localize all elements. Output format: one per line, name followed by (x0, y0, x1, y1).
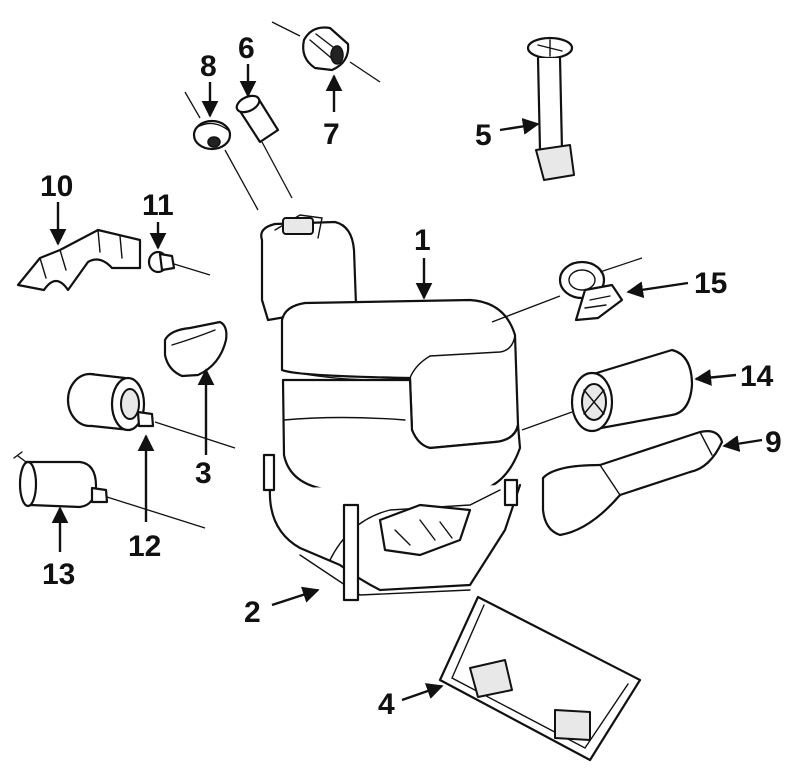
callout-10: 10 (40, 170, 73, 203)
seat-frame (262, 453, 522, 602)
callout-6: 6 (238, 32, 255, 65)
storage-tray (438, 595, 642, 762)
callout-1: 1 (414, 224, 431, 257)
part-8-grommet (184, 91, 259, 211)
callout-9: 9 (765, 426, 782, 459)
callout-8: 8 (200, 50, 217, 83)
callout-13: 13 (42, 558, 75, 591)
callout-15: 15 (694, 267, 727, 300)
arrow-9 (722, 435, 763, 452)
callout-arrows (49, 64, 763, 702)
part-5-tube (526, 36, 575, 181)
part-11-plug (147, 250, 211, 276)
callout-12: 12 (128, 530, 161, 563)
part-9-trim-panel (541, 430, 724, 537)
callout-14: 14 (740, 360, 774, 393)
part-6-sleeve (235, 94, 293, 199)
callout-4: 4 (378, 688, 395, 721)
arrow-15 (626, 281, 689, 299)
part-13-motor (13, 451, 206, 529)
part-10-bracket (16, 228, 142, 292)
callout-3: 3 (195, 457, 212, 490)
arrow-2 (271, 586, 320, 607)
part-12-motor (66, 372, 236, 449)
part-7-grommet (271, 21, 381, 83)
arrow-14 (694, 369, 737, 386)
part-3-knob (163, 320, 228, 378)
part-15-clamp (491, 257, 643, 323)
arrow-5 (499, 118, 540, 135)
callout-labels: 1 2 3 4 5 6 7 8 9 10 11 12 13 14 15 (40, 32, 782, 721)
part-14-cylinder (521, 348, 694, 433)
seat-assembly (260, 214, 522, 494)
callout-5: 5 (475, 119, 492, 152)
callout-11: 11 (142, 189, 174, 222)
callout-2: 2 (244, 596, 261, 629)
callout-7: 7 (323, 118, 340, 151)
arrow-4 (401, 683, 444, 702)
